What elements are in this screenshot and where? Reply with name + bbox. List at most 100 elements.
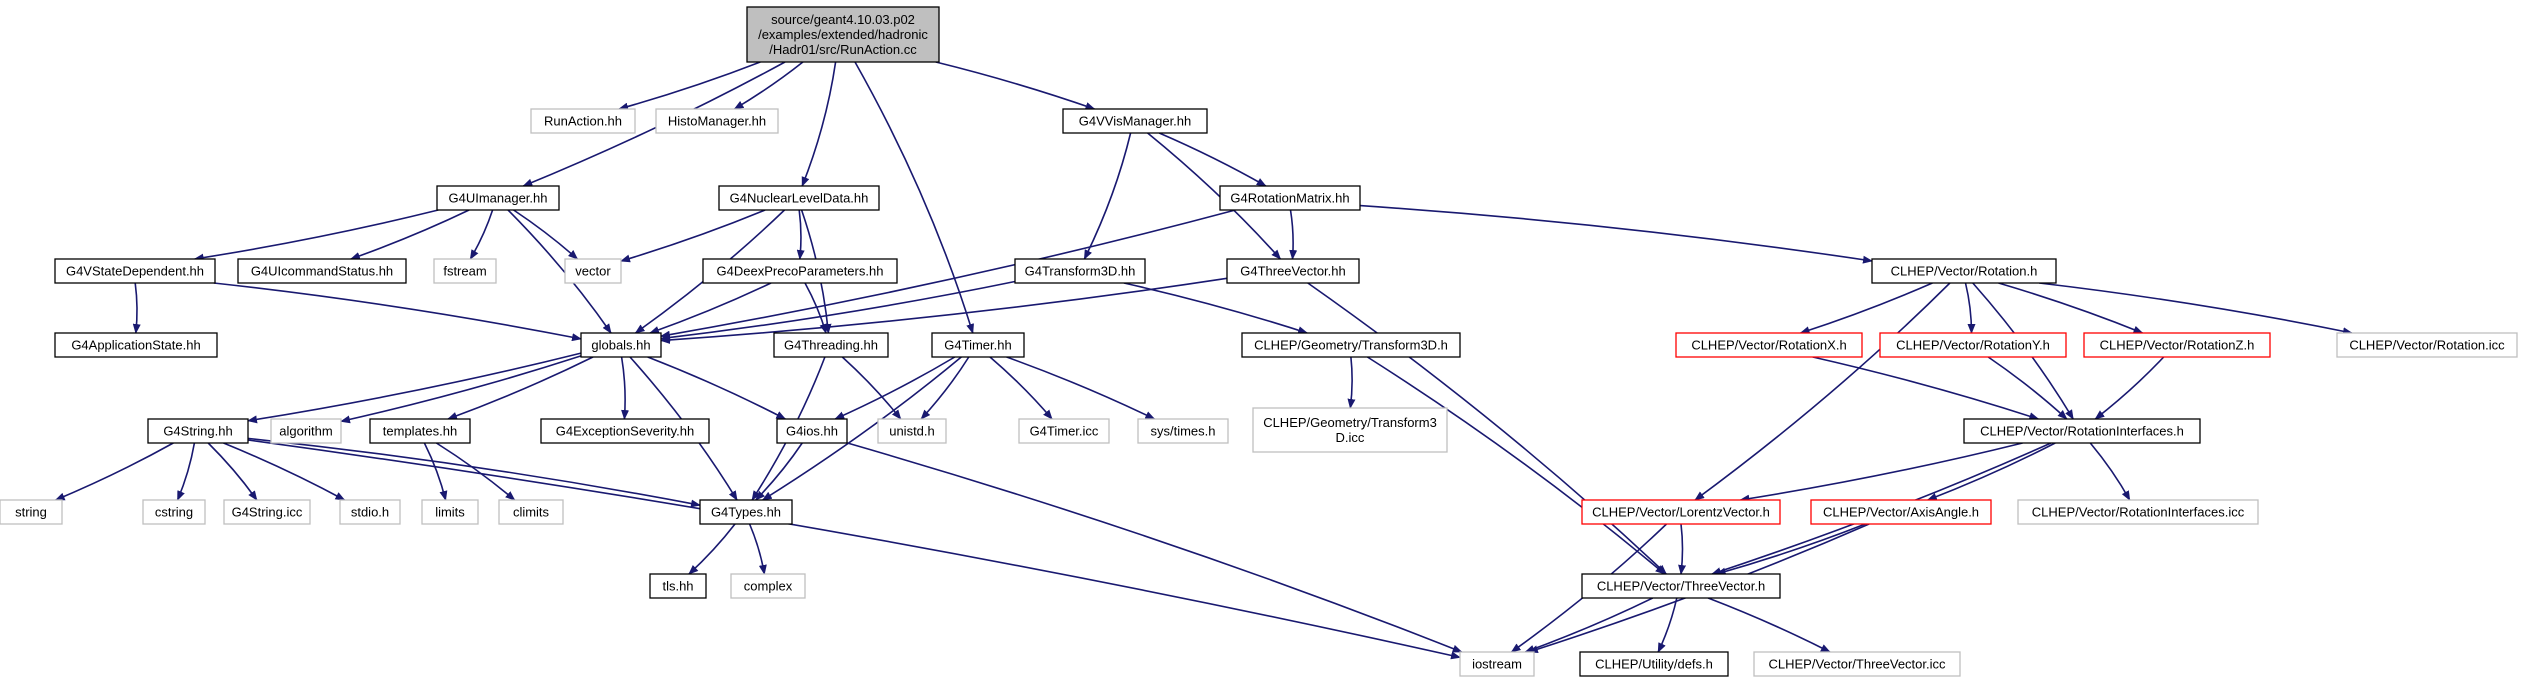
node-climits[interactable]: climits (498, 499, 564, 525)
edge-g4string-hh-to-iostream (247, 439, 1461, 660)
node-label: CLHEP/Vector/ThreeVector.icc (1768, 657, 1946, 672)
node-label: G4NuclearLevelData.hh (730, 191, 869, 206)
edge-globals-hh-to-g4string-hh (247, 352, 582, 424)
node-g4nuclearleveldata-hh[interactable]: G4NuclearLevelData.hh (718, 185, 880, 211)
node-label: sys/times.h (1150, 424, 1215, 439)
node-histomanager-hh[interactable]: HistoManager.hh (655, 108, 779, 134)
node-clhep-threevector-h[interactable]: CLHEP/Vector/ThreeVector.h (1581, 573, 1781, 599)
edge-clhep-rotation-h-to-clhep-rotation-icc (2039, 282, 2353, 336)
edge-g4vvismanager-hh-to-g4threevector-hh (1147, 132, 1282, 260)
node-clhep-lorentzvector-h[interactable]: CLHEP/Vector/LorentzVector.h (1581, 499, 1781, 525)
node-clhep-transform3d-icc[interactable]: CLHEP/Geometry/Transform3D.icc (1252, 407, 1448, 453)
edge-root-to-g4vvismanager-hh (935, 61, 1096, 110)
edge-g4uimanager-hh-to-g4vstatedependent-hh (193, 209, 439, 262)
node-g4exceptionseverity-hh[interactable]: G4ExceptionSeverity.hh (540, 418, 710, 444)
node-g4vstatedependent-hh[interactable]: G4VStateDependent.hh (54, 258, 216, 284)
edge-root-to-runaction-hh (618, 61, 761, 111)
node-box (776, 418, 848, 444)
node-box (1871, 258, 2057, 284)
node-label: vector (575, 264, 611, 279)
node-clhep-threevector-icc[interactable]: CLHEP/Vector/ThreeVector.icc (1753, 651, 1961, 677)
node-label: G4UImanager.hh (448, 191, 547, 206)
node-clhep-axisangle-h[interactable]: CLHEP/Vector/AxisAngle.h (1810, 499, 1992, 525)
edge-g4ios-hh-to-iostream (846, 442, 1463, 653)
node-templates-hh[interactable]: templates.hh (369, 418, 471, 444)
node-label: RunAction.hh (544, 114, 622, 129)
edge-g4vvismanager-hh-to-g4transform3d-hh (1083, 132, 1132, 260)
node-complex[interactable]: complex (730, 573, 806, 599)
node-limits[interactable]: limits (421, 499, 479, 525)
node-clhep-defs-h[interactable]: CLHEP/Utility/defs.h (1579, 651, 1729, 677)
edge-g4nuclearleveldata-hh-to-vector (620, 209, 766, 263)
node-clhep-rotationx-h[interactable]: CLHEP/Vector/RotationX.h (1675, 332, 1863, 358)
node-g4vvismanager-hh[interactable]: G4VVisManager.hh (1062, 108, 1208, 134)
node-g4uicommandstatus-hh[interactable]: G4UIcommandStatus.hh (237, 258, 407, 284)
node-stdio-h[interactable]: stdio.h (339, 499, 401, 525)
node-g4threading-hh[interactable]: G4Threading.hh (773, 332, 889, 358)
node-g4transform3d-hh[interactable]: G4Transform3D.hh (1014, 258, 1146, 284)
edge-g4timer-hh-to-g4types-hh (761, 356, 962, 501)
node-label: complex (744, 579, 793, 594)
node-g4types-hh[interactable]: G4Types.hh (699, 499, 793, 525)
node-g4deexpreco-hh[interactable]: G4DeexPrecoParameters.hh (702, 258, 898, 284)
node-g4timer-icc[interactable]: G4Timer.icc (1018, 418, 1110, 444)
edge-g4rotationmatrix-hh-to-g4threevector-hh (1289, 209, 1298, 260)
node-box (730, 573, 806, 599)
node-label: CLHEP/Geometry/Transform3 (1263, 415, 1437, 430)
node-box (1753, 651, 1961, 677)
node-g4threevector-hh[interactable]: G4ThreeVector.hh (1226, 258, 1360, 284)
node-clhep-rotation-h[interactable]: CLHEP/Vector/Rotation.h (1871, 258, 2057, 284)
node-box (1241, 332, 1461, 358)
node-box (649, 573, 707, 599)
node-box (2336, 332, 2518, 358)
edge-g4deexpreco-hh-to-g4threading-hh (804, 282, 828, 334)
node-box (339, 499, 401, 525)
node-box (1252, 407, 1448, 453)
node-g4ios-hh[interactable]: G4ios.hh (776, 418, 848, 444)
node-root[interactable]: source/geant4.10.03.p02/examples/extende… (746, 6, 940, 63)
node-label: CLHEP/Vector/LorentzVector.h (1592, 505, 1770, 520)
node-fstream[interactable]: fstream (433, 258, 497, 284)
edge-g4timer-hh-to-g4ios-hh (834, 356, 956, 420)
node-box (2017, 499, 2259, 525)
edge-g4string-hh-to-cstring (176, 442, 196, 501)
node-runaction-hh[interactable]: RunAction.hh (530, 108, 636, 134)
node-tls-hh[interactable]: tls.hh (649, 573, 707, 599)
node-clhep-transform3d-h[interactable]: CLHEP/Geometry/Transform3D.h (1241, 332, 1461, 358)
node-box (1014, 258, 1146, 284)
node-box (142, 499, 206, 525)
node-algorithm[interactable]: algorithm (270, 418, 342, 444)
node-label: stdio.h (351, 505, 389, 520)
node-g4string-icc[interactable]: G4String.icc (223, 499, 311, 525)
node-string[interactable]: string (0, 499, 63, 525)
node-label: CLHEP/Vector/RotationInterfaces.icc (2032, 505, 2245, 520)
node-g4rotationmatrix-hh[interactable]: G4RotationMatrix.hh (1219, 185, 1361, 211)
node-label: CLHEP/Vector/RotationInterfaces.h (1980, 424, 2184, 439)
node-clhep-rotationz-h[interactable]: CLHEP/Vector/RotationZ.h (2083, 332, 2271, 358)
edge-templates-hh-to-limits (423, 442, 448, 501)
node-label: CLHEP/Vector/AxisAngle.h (1823, 505, 1979, 520)
node-unistd-h[interactable]: unistd.h (877, 418, 947, 444)
node-clhep-rotation-icc[interactable]: CLHEP/Vector/Rotation.icc (2336, 332, 2518, 358)
node-globals-hh[interactable]: globals.hh (580, 332, 662, 358)
node-box (237, 258, 407, 284)
edge-clhep-rotation-h-to-clhep-rotationx-h (1799, 282, 1933, 335)
node-label: fstream (443, 264, 486, 279)
edge-g4ios-hh-to-g4types-hh (755, 442, 803, 501)
node-cstring[interactable]: cstring (142, 499, 206, 525)
node-g4timer-hh[interactable]: G4Timer.hh (931, 332, 1025, 358)
node-g4uimanager-hh[interactable]: G4UImanager.hh (436, 185, 560, 211)
node-clhep-rotationinterfaces-icc[interactable]: CLHEP/Vector/RotationInterfaces.icc (2017, 499, 2259, 525)
node-clhep-rotationinterfaces-h[interactable]: CLHEP/Vector/RotationInterfaces.h (1963, 418, 2201, 444)
edge-clhep-rotation-h-to-clhep-lorentzvector-h (1694, 282, 1951, 501)
node-clhep-rotationy-h[interactable]: CLHEP/Vector/RotationY.h (1879, 332, 2067, 358)
node-box (270, 418, 342, 444)
node-label: /Hadr01/src/RunAction.cc (769, 42, 917, 57)
node-g4applicationstate-hh[interactable]: G4ApplicationState.hh (54, 332, 218, 358)
node-sys-times-h[interactable]: sys/times.h (1137, 418, 1229, 444)
node-g4string-hh[interactable]: G4String.hh (147, 418, 249, 444)
node-vector[interactable]: vector (564, 258, 622, 284)
node-iostream[interactable]: iostream (1459, 651, 1535, 677)
nodes-layer: source/geant4.10.03.p02/examples/extende… (0, 6, 2518, 677)
node-box (1062, 108, 1208, 134)
